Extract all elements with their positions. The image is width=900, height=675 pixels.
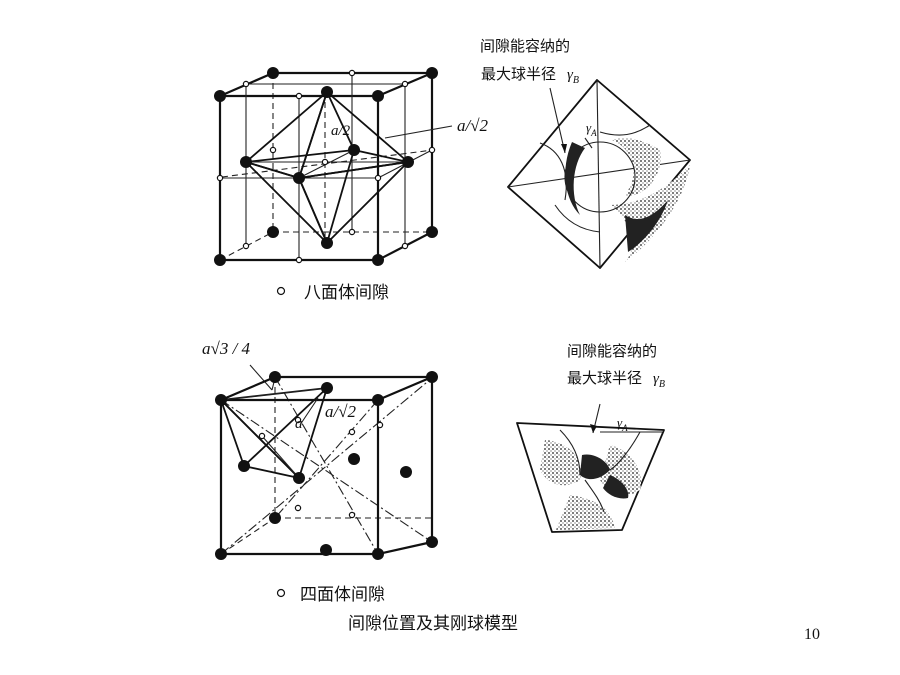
tetrahedral-cube-diagram: a√3 / 4	[202, 339, 438, 560]
octahedral-cube-diagram: a/2 a/√2	[214, 67, 489, 266]
octahedral-gamma-b: γB	[567, 67, 579, 86]
octahedral-holes	[216, 69, 436, 264]
tetrahedral-cube-hidden-edges	[220, 376, 433, 555]
tetrahedral-ball-model: 间隙能容纳的 最大球半径 γB γA	[516, 342, 665, 533]
tetrahedral-holes	[258, 416, 384, 519]
page-number: 10	[804, 626, 820, 643]
tetrahedral-a-label: a	[295, 416, 303, 432]
half-edge-label: a/2	[331, 123, 351, 139]
octahedral-ball-model: 间隙能容纳的 最大球半径 γB γA	[480, 37, 691, 269]
hole-legend-icon	[276, 286, 286, 296]
octahedral-gamma-a: γA	[586, 120, 597, 138]
tetrahedral-gamma-b: γB	[653, 371, 665, 390]
octahedral-legend-text: 八面体间隙	[304, 283, 389, 303]
tetrahedral-gamma-a: γA	[617, 415, 628, 433]
tetrahedral-shaded-sphere	[580, 454, 610, 480]
octahedral-legend: 八面体间隙	[276, 283, 389, 303]
hole-legend-icon-2	[276, 588, 286, 598]
edge-length-label: a/√2	[457, 116, 489, 135]
tetrahedral-radius-label-line1: 间隙能容纳的	[567, 342, 657, 360]
tetrahedron	[220, 387, 328, 479]
tetrahedral-legend-text: 四面体间隙	[300, 585, 385, 605]
tetrahedral-edge-label: a/√2	[325, 402, 357, 421]
tetrahedral-legend: 四面体间隙	[276, 585, 385, 605]
tetrahedral-atoms	[215, 371, 438, 560]
octahedral-atoms	[214, 67, 438, 266]
edge-length-leader	[384, 125, 453, 139]
tetrahedral-radius-label-line2: 最大球半径	[567, 369, 642, 387]
tetrahedral-distance-label: a√3 / 4	[202, 339, 251, 358]
octahedral-radius-label-line2: 最大球半径	[481, 65, 556, 83]
octahedron	[245, 91, 409, 244]
octahedral-shaded-sphere	[565, 142, 585, 215]
figure-caption: 间隙位置及其刚球模型	[348, 614, 518, 634]
octahedral-radius-label-line1: 间隙能容纳的	[480, 37, 570, 55]
